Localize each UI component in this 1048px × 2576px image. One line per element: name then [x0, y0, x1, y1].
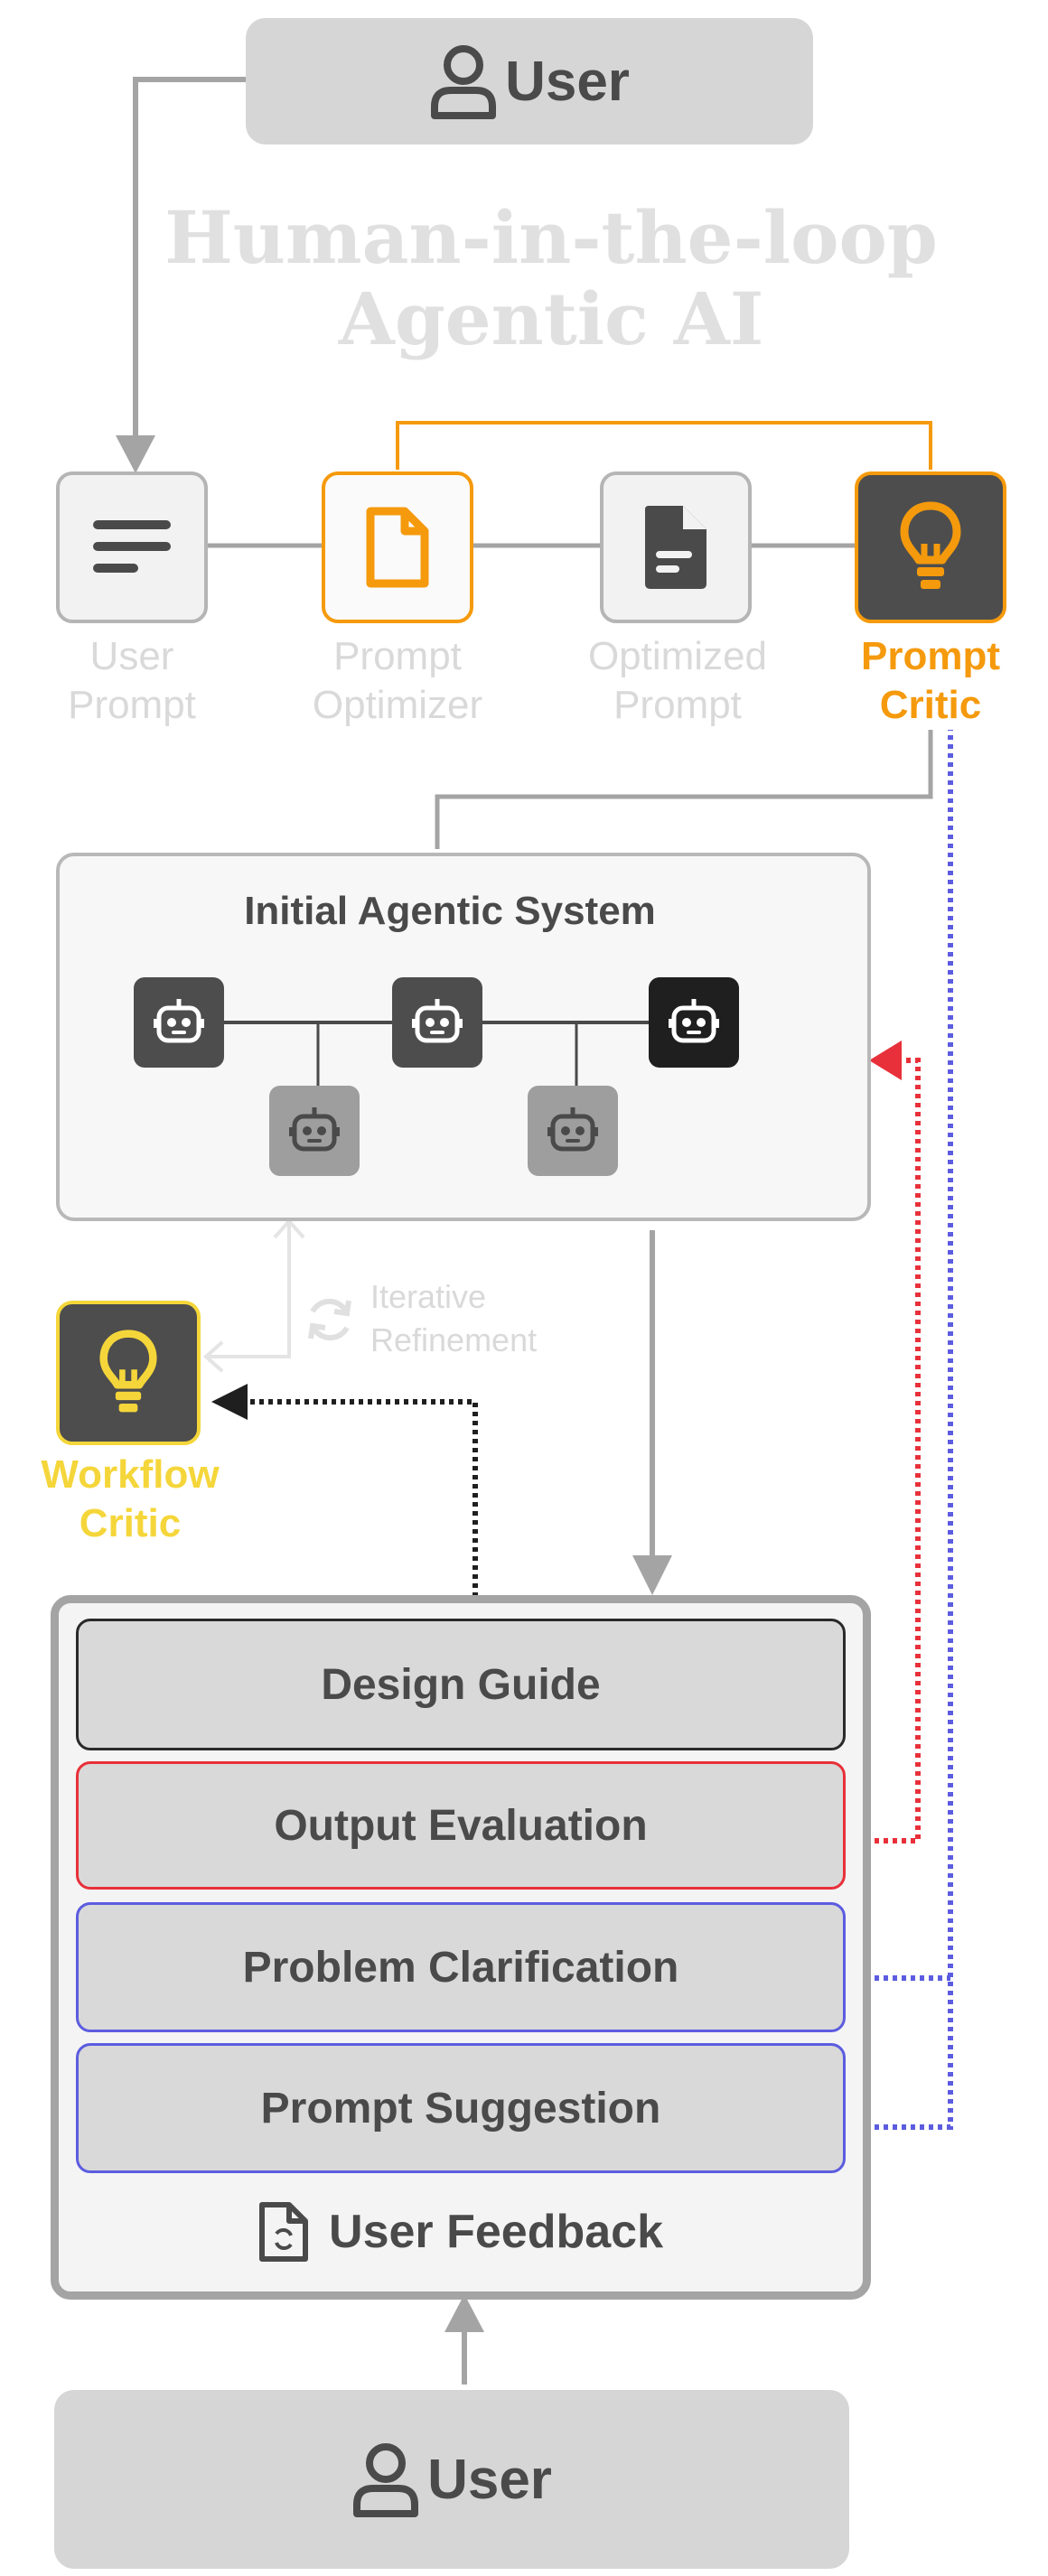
- output-eval-feedback-line: [847, 1058, 921, 1843]
- refresh-icon: [308, 1298, 351, 1341]
- agent-robot-4: [269, 1086, 360, 1176]
- title-line-1: Human-in-the-loop: [164, 195, 938, 280]
- lines-icon: [93, 520, 171, 573]
- design-guide-feedback-line: [244, 1399, 478, 1615]
- problem-clarification-item: Problem Clarification: [76, 1902, 846, 2032]
- workflow-critic-node: [56, 1301, 201, 1445]
- user-icon: [431, 45, 497, 119]
- lightbulb-icon: [900, 501, 961, 589]
- agent-robot-1: [134, 977, 224, 1068]
- user-feedback-footer: User Feedback: [51, 2191, 871, 2273]
- top-user-label: User: [505, 50, 630, 113]
- output-evaluation-item: Output Evaluation: [76, 1761, 846, 1890]
- robot-icon: [412, 999, 463, 1043]
- critic-to-system-line: [435, 730, 933, 849]
- top-user-box: User: [246, 18, 813, 145]
- optimized-prompt-node: [600, 471, 752, 623]
- user-icon: [353, 2443, 419, 2517]
- design-guide-item: Design Guide: [76, 1619, 846, 1750]
- prompt-suggestion-item: Prompt Suggestion: [76, 2043, 846, 2173]
- agentic-system-title: Initial Agentic System: [244, 889, 656, 933]
- agent-robot-2: [392, 977, 482, 1068]
- prompt-feedback-line: [847, 730, 953, 2130]
- text-document-icon: [645, 506, 706, 589]
- agent-robot-3: [649, 977, 739, 1068]
- diagram-title: Human-in-the-loop Agentic AI: [126, 197, 976, 359]
- bottom-user-label: User: [427, 2448, 552, 2511]
- user-prompt-node: [56, 471, 208, 623]
- prompt-optimizer-node: [322, 471, 473, 623]
- agent-robot-5: [528, 1086, 618, 1176]
- robot-icon: [289, 1107, 340, 1152]
- user-feedback-label: User Feedback: [329, 2206, 663, 2258]
- document-icon: [366, 507, 429, 588]
- prompt-critic-node: [855, 471, 1006, 623]
- user-to-prompt-arrow: [133, 77, 246, 441]
- title-line-2: Agentic AI: [338, 276, 764, 361]
- iterative-connector: [206, 1221, 291, 1358]
- robot-icon: [669, 999, 719, 1043]
- document-refresh-icon: [259, 2202, 309, 2262]
- bottom-user-box: User: [54, 2390, 849, 2569]
- lightbulb-icon: [99, 1330, 157, 1413]
- critic-loop-line: [396, 421, 932, 470]
- robot-icon: [154, 999, 204, 1043]
- robot-icon: [547, 1107, 598, 1152]
